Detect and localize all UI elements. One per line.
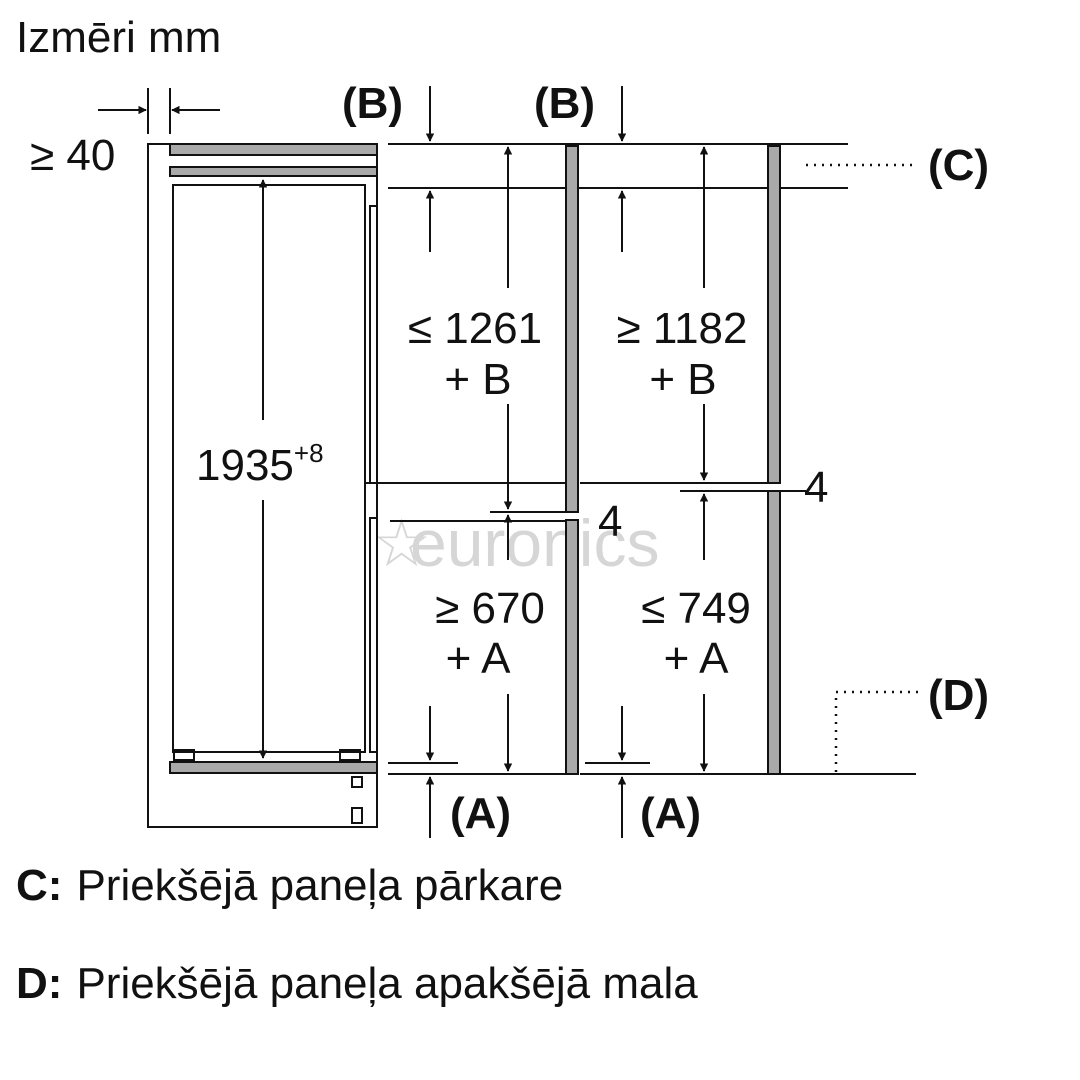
legend-d: D: Priekšējā paneļa apakšējā mala [16,958,698,1010]
gap-right-label: 4 [804,463,828,512]
top-frame-panel [169,166,378,177]
upper-right-value: ≥ 1182 [617,304,748,353]
legend-c-text: Priekšējā paneļa pārkare [76,861,564,910]
d-marker: (D) [928,671,989,720]
leader-lines [806,163,918,772]
foot-right [339,749,361,761]
height-value: 1935 [196,441,294,490]
top-gap-dimension [98,88,220,134]
foot-left [173,749,195,761]
a-marker-right: (A) [640,789,701,838]
upper-door-hinge-strip [369,205,378,484]
right-upper-panel [767,145,781,484]
offset-a-arrows [425,706,627,838]
b-marker-right: (B) [534,79,595,128]
d-leader [834,690,918,772]
lower-left-value: ≥ 670 [435,584,545,633]
watermark-star-icon: ☆ [372,506,431,580]
upper-left-value: ≤ 1261 [408,304,542,353]
a-marker-left: (A) [450,789,511,838]
left-upper-panel [565,145,579,513]
legend-d-key: D: [16,959,63,1008]
b-marker-left: (B) [342,79,403,128]
watermark-text: euronics [410,506,659,580]
diagram-heading: Izmēri mm [16,13,222,62]
lower-door-hinge-strip [369,517,378,753]
right-lower-panel [767,490,781,775]
plinth-clip-upper [351,776,363,788]
watermark: ☆ euronics [372,506,659,580]
front-panels [565,145,781,775]
legend-d-text: Priekšējā paneļa apakšējā mala [76,959,698,1008]
top-gap-label: ≥ 40 [30,131,115,180]
c-marker: (C) [928,141,989,190]
appliance-height-label: 1935+8 [196,438,324,490]
plinth-clip-lower [351,807,363,824]
lower-right-value: ≤ 749 [641,584,751,633]
appliance-side-view [147,143,378,828]
lower-left-plus-a: + A [446,634,511,683]
bottom-panel [169,761,378,774]
legend-c-key: C: [16,861,63,910]
upper-left-plus-b: + B [444,355,511,404]
gap-left-label: 4 [598,497,622,546]
top-ventilation-panel [169,143,378,156]
legend-c: C: Priekšējā paneļa pārkare [16,860,563,912]
upper-right-plus-b: + B [649,355,716,404]
left-lower-panel [565,519,579,775]
lower-right-plus-a: + A [664,634,729,683]
offset-b-arrows [425,86,627,252]
appliance-body [172,184,366,753]
height-tolerance: +8 [294,438,324,468]
